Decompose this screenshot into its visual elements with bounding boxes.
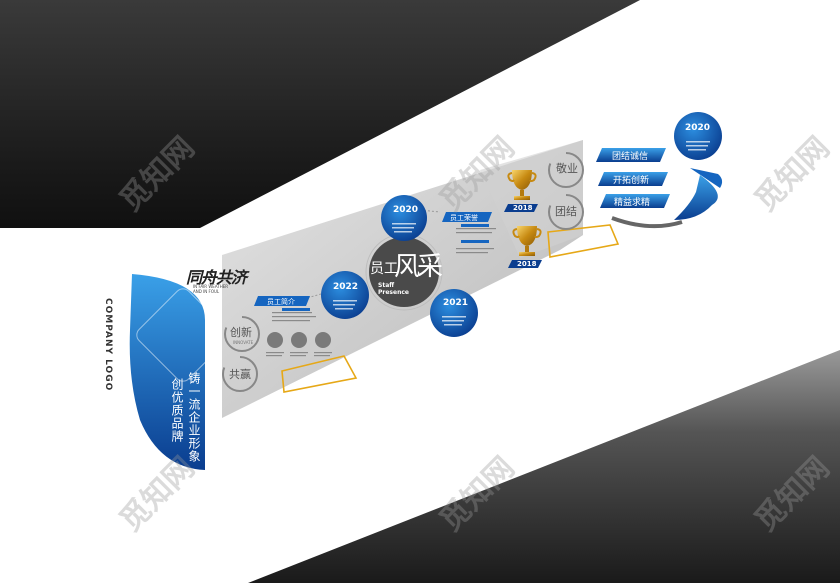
connector-line — [419, 209, 441, 213]
gold-frame-right — [547, 224, 620, 258]
tab-underline — [461, 240, 489, 243]
photo-captions — [266, 352, 332, 357]
slogan-line2: 创优质品牌 — [170, 378, 184, 443]
year-2022: 2022 — [333, 282, 359, 292]
gold-frame-left — [281, 355, 358, 393]
ribbon-label-2: 开拓创新 — [613, 176, 650, 186]
title-main: 风采 — [394, 252, 443, 282]
banner-diamond-frame — [136, 288, 230, 382]
staff-intro-label: 员工简介 — [267, 298, 295, 306]
trophy-icon — [507, 170, 537, 200]
title-left: 员工 — [370, 261, 398, 277]
value-dedication: 敬业 — [556, 162, 578, 175]
year-circle-2022 — [321, 271, 369, 319]
value-circle-winwin — [222, 356, 258, 392]
logo-text: 同舟共济 — [186, 268, 247, 287]
staff-intro-tab — [254, 296, 310, 306]
ribbon-label-3: 精益求精 — [614, 198, 651, 208]
title-english: Staff Presence — [378, 282, 409, 296]
year-circle-2020-right — [674, 112, 722, 160]
ribbon-2 — [598, 172, 668, 186]
ribbon-label-1: 团结诚信 — [612, 152, 649, 162]
logo-subtext: IN FAIR WEATHER AND IN FOUL — [193, 284, 229, 294]
value-innovation: 创新 — [230, 326, 252, 339]
left-blue-banner — [129, 274, 205, 470]
circle-text-lines — [333, 141, 710, 326]
trophy-base-2018 — [508, 260, 542, 268]
value-innovation-en: INNOVATE — [233, 340, 254, 345]
year-2021: 2021 — [443, 298, 469, 308]
ribbon-1 — [596, 148, 666, 162]
right-blue-arc-top — [690, 168, 723, 188]
staff-honor-label: 员工荣誉 — [450, 214, 478, 222]
intro-text-lines — [272, 228, 496, 322]
value-winwin: 共赢 — [229, 368, 251, 381]
right-blue-arc — [674, 175, 718, 220]
staff-presence-circle — [369, 237, 439, 307]
value-circle-dedication — [548, 152, 584, 188]
photo-placeholder — [267, 332, 283, 348]
year-circle-2021 — [430, 289, 478, 337]
year-2020: 2020 — [393, 205, 419, 215]
trophy-icon — [512, 226, 542, 256]
year-2018-a: 2018 — [513, 204, 533, 212]
company-logo: COMPANY LOGO — [103, 298, 113, 392]
bottom-dark-floor — [248, 350, 840, 583]
year-circle-2020 — [381, 195, 427, 241]
staff-honor-tab — [442, 212, 492, 222]
tab-underline — [461, 224, 489, 227]
tab-underline — [282, 308, 310, 311]
photo-placeholder — [315, 332, 331, 348]
right-gray-panel — [480, 140, 583, 258]
ribbon-3 — [600, 194, 670, 208]
value-circle-innovation — [224, 316, 260, 352]
gray-arc — [611, 216, 683, 229]
slogan-line1: 铸一流企业形象 — [187, 372, 201, 463]
trophy-base-2018 — [504, 204, 538, 212]
top-dark-wall — [0, 0, 640, 228]
value-circle-unity — [548, 194, 584, 230]
year-2020-right: 2020 — [685, 123, 711, 133]
photo-placeholder — [291, 332, 307, 348]
year-2018-b: 2018 — [517, 260, 537, 268]
value-unity: 团结 — [555, 205, 577, 218]
